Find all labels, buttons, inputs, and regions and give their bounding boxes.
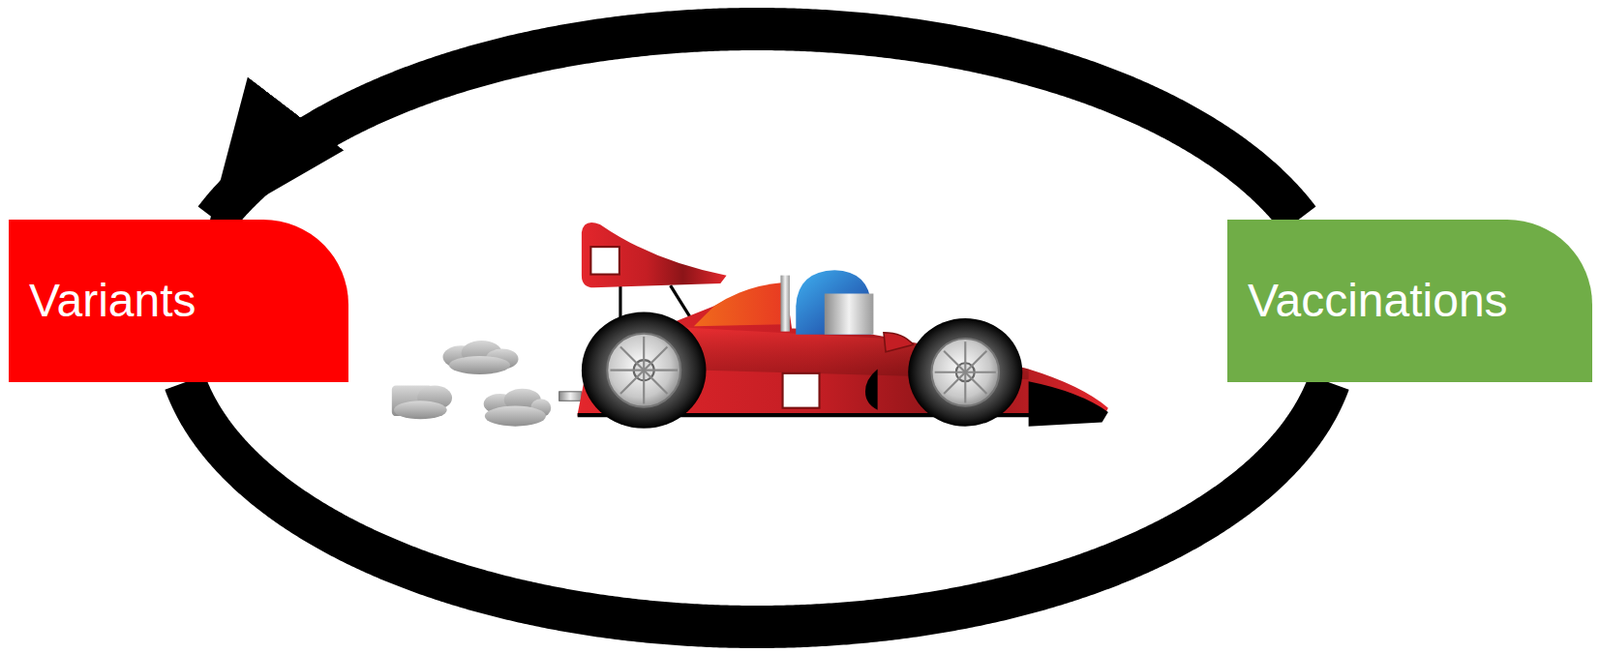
exhaust-pipe — [559, 392, 582, 401]
smoke-cloud — [443, 340, 519, 375]
front-wing — [1028, 381, 1109, 426]
box-label: Vaccinations — [1247, 275, 1509, 328]
rear-wheel — [581, 312, 707, 429]
category-box: Vaccinations — [1227, 219, 1593, 383]
smoke-cloud — [483, 389, 552, 427]
engine-cover — [694, 282, 786, 327]
cycle-arrow — [214, 29, 1299, 220]
windscreen — [883, 332, 914, 353]
helmet-visor — [824, 294, 875, 335]
number-plate — [590, 246, 620, 274]
front-wheel — [907, 318, 1023, 427]
side-intake — [865, 369, 878, 411]
rear-wing — [581, 222, 727, 288]
exhaust-smoke — [392, 340, 551, 427]
roll-bar — [780, 275, 789, 333]
race-car — [392, 222, 1109, 429]
category-box: Variants — [8, 219, 349, 383]
smoke-cloud — [392, 385, 453, 420]
number-plate — [783, 373, 820, 409]
cycle-arrow — [184, 382, 1329, 628]
box-label: Variants — [29, 275, 197, 328]
